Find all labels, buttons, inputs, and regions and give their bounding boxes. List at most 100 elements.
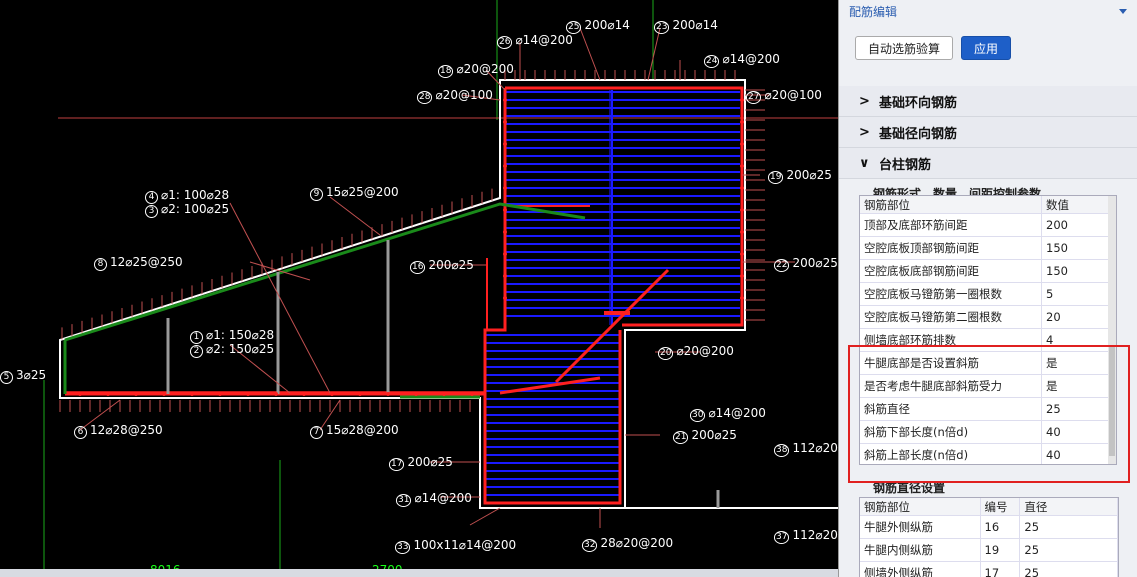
callout-label: 18⌀20@200 bbox=[438, 62, 514, 78]
callout-label: 27⌀20@100 bbox=[746, 88, 822, 104]
callout-text: 3⌀25 bbox=[16, 368, 47, 382]
table-row[interactable]: 斜筋上部长度(n倍d)40 bbox=[860, 444, 1116, 464]
callout-text: ⌀20@100 bbox=[435, 88, 493, 102]
rebar-dot bbox=[740, 142, 744, 146]
callout-text: 112⌀20 bbox=[792, 528, 838, 542]
rebar-diameter[interactable]: 25 bbox=[1020, 539, 1118, 561]
rebar-part: 侧墙外侧纵筋 bbox=[860, 562, 981, 577]
col-header-part: 钢筋部位 bbox=[860, 498, 981, 515]
rebar-dot bbox=[78, 392, 82, 396]
section-foundation-ring[interactable]: > 基础环向钢筋 bbox=[839, 86, 1137, 117]
col-header-number: 编号 bbox=[981, 498, 1021, 515]
diagonal-rebar bbox=[554, 268, 670, 384]
callout-number: 26 bbox=[497, 36, 513, 49]
param-name: 空腔底板顶部钢筋间距 bbox=[860, 237, 1042, 259]
section-pedestal[interactable]: ∨ 台柱钢筋 bbox=[839, 148, 1137, 179]
rebar-dot bbox=[386, 392, 390, 396]
callout-number: 24 bbox=[704, 55, 720, 68]
rebar-dot bbox=[162, 392, 166, 396]
callout-number: 8 bbox=[94, 258, 107, 271]
section-outline bbox=[59, 79, 746, 509]
callout-number: 22 bbox=[774, 259, 790, 272]
param-name: 顶部及底部环筋间距 bbox=[860, 214, 1042, 236]
table-header: 钢筋部位 数值 bbox=[860, 196, 1116, 214]
callout-number: 18 bbox=[438, 65, 454, 78]
param-name: 侧墙底部环筋排数 bbox=[860, 329, 1042, 351]
col-header-value: 数值 bbox=[1042, 196, 1110, 213]
auto-select-check-button[interactable]: 自动选筋验算 bbox=[855, 36, 954, 60]
scroll-thumb[interactable] bbox=[1109, 346, 1115, 456]
rebar-dot bbox=[740, 208, 744, 212]
callout-number: 32 bbox=[582, 539, 598, 552]
leader-line bbox=[329, 196, 381, 236]
param-value[interactable]: 150 bbox=[1042, 260, 1110, 282]
rebar-dot bbox=[246, 392, 250, 396]
apply-button[interactable]: 应用 bbox=[961, 36, 1012, 60]
main-rebar bbox=[483, 88, 622, 505]
rebar-dot bbox=[740, 164, 744, 168]
param-value[interactable]: 是 bbox=[1042, 375, 1110, 397]
rebar-dot bbox=[330, 392, 334, 396]
rebar-edit-panel: 配筋编辑 自动选筋验算 应用 > 基础环向钢筋 > 基础径向钢筋 ∨ 台柱钢筋 … bbox=[838, 0, 1137, 577]
callout-text: ⌀2: 100⌀25 bbox=[161, 202, 230, 216]
diameter-subheading: 钢筋直径设置 bbox=[873, 481, 946, 495]
leader-line bbox=[229, 344, 291, 394]
param-value[interactable]: 20 bbox=[1042, 306, 1110, 328]
callout-text: 100x11⌀14@200 bbox=[413, 538, 517, 552]
param-value[interactable]: 40 bbox=[1042, 421, 1110, 443]
section-label: 台柱钢筋 bbox=[879, 157, 932, 173]
param-value[interactable]: 25 bbox=[1042, 398, 1110, 420]
leader-line bbox=[485, 69, 506, 91]
collapse-icon[interactable] bbox=[1119, 8, 1127, 14]
callout-number: 16 bbox=[410, 261, 426, 274]
section-foundation-radial[interactable]: > 基础径向钢筋 bbox=[839, 117, 1137, 148]
leader-line bbox=[461, 94, 501, 101]
param-name: 空腔底板马镫筋第一圈根数 bbox=[860, 283, 1042, 305]
param-value[interactable]: 是 bbox=[1042, 352, 1110, 374]
param-value[interactable]: 4 bbox=[1042, 329, 1110, 351]
param-value[interactable]: 150 bbox=[1042, 237, 1110, 259]
section-label: 基础环向钢筋 bbox=[879, 95, 958, 111]
rebar-diameter[interactable]: 25 bbox=[1020, 516, 1118, 538]
callout-text: ⌀1: 150⌀28 bbox=[206, 328, 275, 342]
callout-number: 1 bbox=[190, 331, 203, 344]
callout-number: 38 bbox=[774, 444, 790, 457]
callout-text: 200⌀25 bbox=[407, 455, 453, 469]
table-row[interactable]: 斜筋下部长度(n倍d)40 bbox=[860, 421, 1116, 444]
table-scrollbar[interactable] bbox=[1108, 196, 1116, 464]
rebar-drawing bbox=[43, 0, 838, 577]
rebar-number: 19 bbox=[981, 539, 1021, 561]
table-row[interactable]: 是否考虑牛腿底部斜筋受力是 bbox=[860, 375, 1116, 398]
rebar-dot bbox=[503, 120, 507, 124]
table-row[interactable]: 牛腿底部是否设置斜筋是 bbox=[860, 352, 1116, 375]
status-strip bbox=[0, 569, 838, 577]
callout-number: 33 bbox=[395, 541, 411, 554]
callout-text: 200⌀25 bbox=[691, 428, 737, 442]
col-header-diameter: 直径 bbox=[1020, 498, 1118, 515]
rebar-dot bbox=[414, 392, 418, 396]
rebar-diameter[interactable]: 25 bbox=[1020, 562, 1118, 577]
param-value[interactable]: 40 bbox=[1042, 444, 1110, 464]
rebar-dot bbox=[503, 186, 507, 190]
callout-text: ⌀2: 150⌀25 bbox=[206, 342, 275, 356]
param-value[interactable]: 200 bbox=[1042, 214, 1110, 236]
callout-text: 200⌀14 bbox=[584, 18, 630, 32]
param-value[interactable]: 5 bbox=[1042, 283, 1110, 305]
